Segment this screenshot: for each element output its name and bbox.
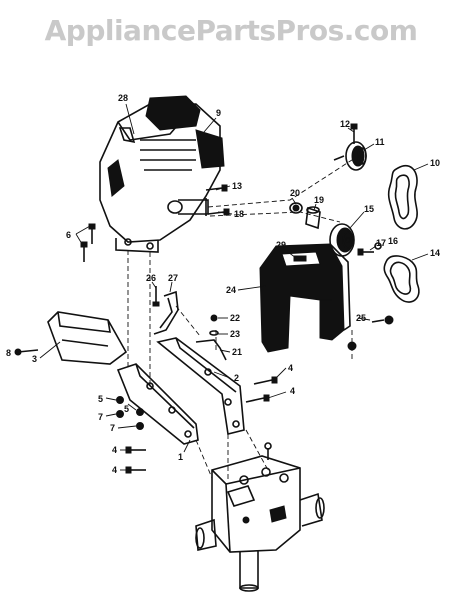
label-22: 22	[230, 313, 240, 323]
transmission-gearbox	[195, 442, 325, 592]
bracket-27	[153, 290, 179, 335]
label-15: 15	[364, 204, 374, 214]
label-10: 10	[430, 158, 440, 168]
belt-14-inner	[389, 261, 412, 295]
label-17: 17	[376, 238, 386, 248]
bolt-12	[350, 123, 358, 144]
washer-16	[374, 242, 382, 250]
label-7b: 7	[110, 423, 115, 433]
label-6: 6	[66, 230, 71, 240]
bolt-8	[14, 348, 39, 356]
bolt-17	[357, 248, 374, 256]
washer-23	[209, 330, 219, 336]
label-14: 14	[430, 248, 440, 258]
label-4a: 4	[288, 363, 293, 373]
label-19: 19	[314, 195, 324, 205]
pulley-11	[333, 141, 367, 171]
label-9: 9	[216, 108, 221, 118]
label-5a: 5	[98, 394, 103, 404]
bolt-25	[347, 315, 394, 360]
shaft-centerline	[207, 157, 356, 208]
label-7a: 7	[98, 412, 103, 422]
collar-19	[305, 206, 321, 230]
rod-21	[195, 339, 227, 361]
assembly-line-d	[245, 429, 269, 471]
label-24: 24	[226, 285, 236, 295]
label-2: 2	[234, 373, 239, 383]
label-4b: 4	[290, 386, 295, 396]
tray-3	[47, 311, 128, 365]
label-16: 16	[388, 236, 398, 246]
label-18: 18	[234, 209, 244, 219]
label-3: 3	[32, 354, 37, 364]
label-20: 20	[290, 188, 300, 198]
label-12: 12	[340, 119, 350, 129]
belt-guard-24	[259, 243, 351, 353]
bolt-26	[152, 286, 160, 307]
label-4d: 4	[112, 465, 117, 475]
label-8: 8	[6, 348, 11, 358]
label-23: 23	[230, 329, 240, 339]
assembly-line-e	[195, 439, 213, 479]
part-labels: 28 9 13 18 12 11 10 20 19 15 17 16 14 29…	[6, 93, 440, 475]
belt-14	[383, 255, 420, 303]
label-28: 28	[118, 93, 128, 103]
label-11: 11	[375, 137, 385, 147]
label-27: 27	[168, 273, 178, 283]
assembly-line-g	[175, 305, 201, 337]
label-25: 25	[356, 313, 366, 323]
leader-lines	[39, 103, 429, 471]
bolts-4	[125, 376, 278, 474]
label-13: 13	[232, 181, 242, 191]
hardware-5-7	[116, 396, 144, 430]
pulley-15	[329, 223, 355, 257]
label-4c: 4	[112, 445, 117, 455]
mount-plate-1	[116, 363, 199, 445]
site-watermark: AppliancePartsPros.com	[44, 14, 418, 47]
nut-22	[210, 314, 218, 322]
label-29: 29	[276, 240, 286, 250]
label-5b: 5	[124, 404, 129, 414]
label-26: 26	[146, 273, 156, 283]
spacer-20	[289, 202, 303, 214]
belt-10-inner	[394, 174, 410, 220]
engine	[99, 95, 225, 253]
label-21: 21	[232, 347, 242, 357]
mount-plate-2	[156, 337, 245, 435]
label-1: 1	[178, 452, 183, 462]
belt-10	[387, 164, 418, 230]
